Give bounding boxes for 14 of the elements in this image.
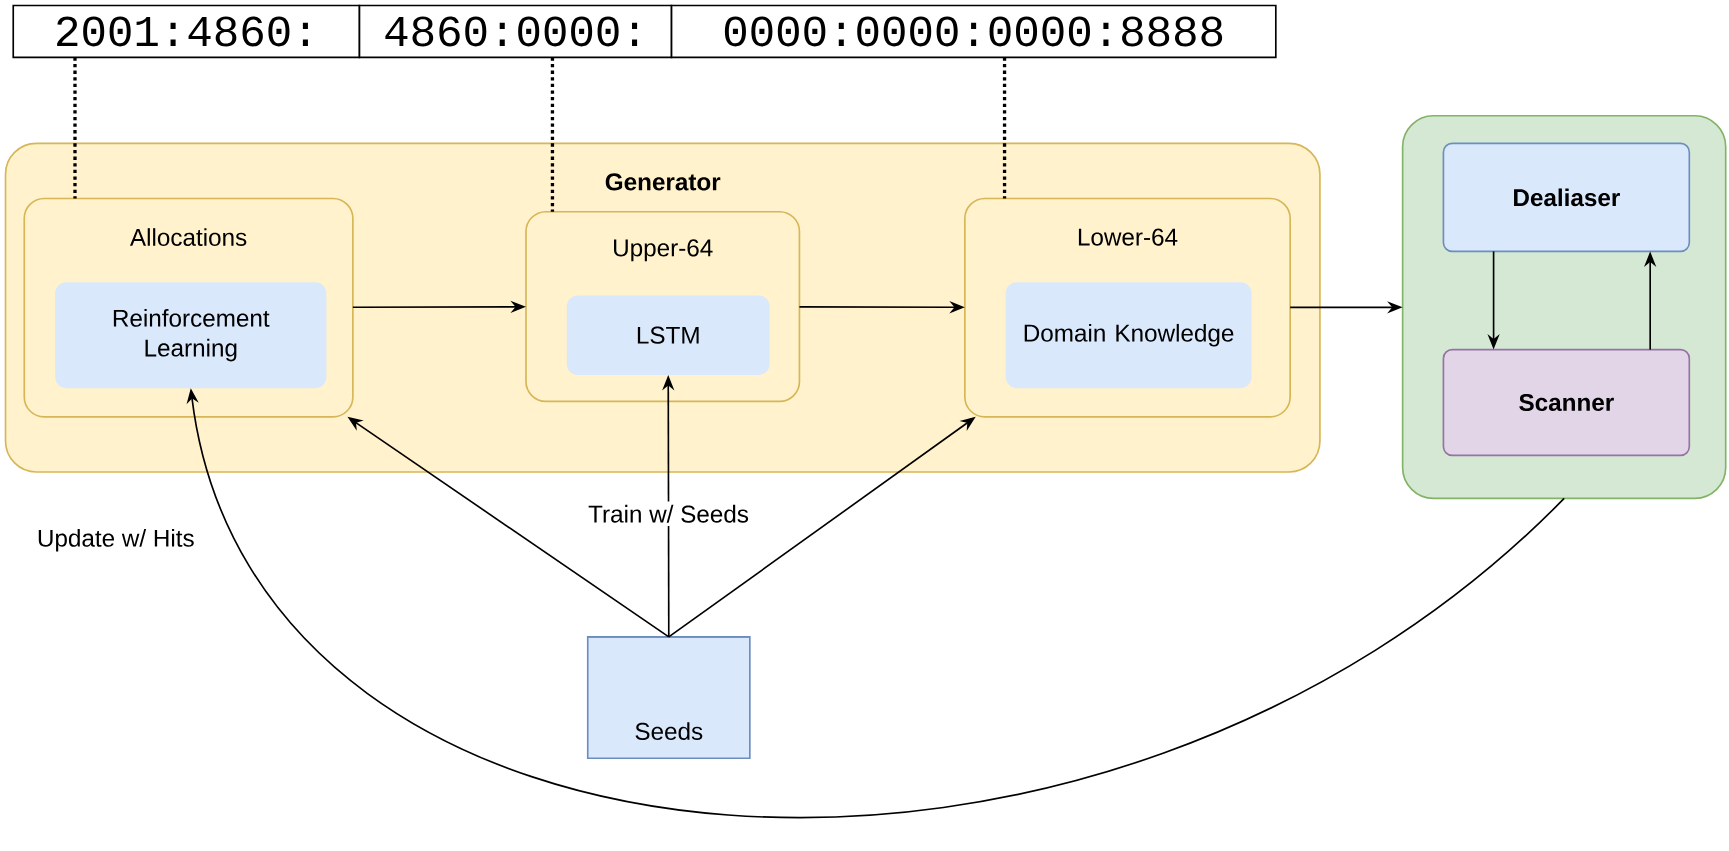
edge-label: Train w/ Seeds — [584, 501, 753, 526]
leader-line — [1002, 57, 1007, 199]
leader-line — [73, 57, 77, 199]
method-box: Domain Knowledge — [1005, 282, 1252, 389]
method-box: Reinforcement Learning — [55, 282, 327, 389]
database-cylinder: Seeds — [586, 636, 751, 759]
process-box: Scanner — [1442, 348, 1691, 457]
address-segment-box: 0000:0000:0000:8888 — [670, 4, 1277, 59]
leader-line — [550, 57, 555, 212]
address-segment-box: 2001:4860: — [12, 4, 361, 59]
address-segment-box: 4860:0000: — [358, 4, 673, 59]
method-box: LSTM — [566, 295, 770, 375]
edge-label: Update w/ Hits — [33, 525, 198, 555]
process-box: Dealiaser — [1442, 142, 1691, 253]
